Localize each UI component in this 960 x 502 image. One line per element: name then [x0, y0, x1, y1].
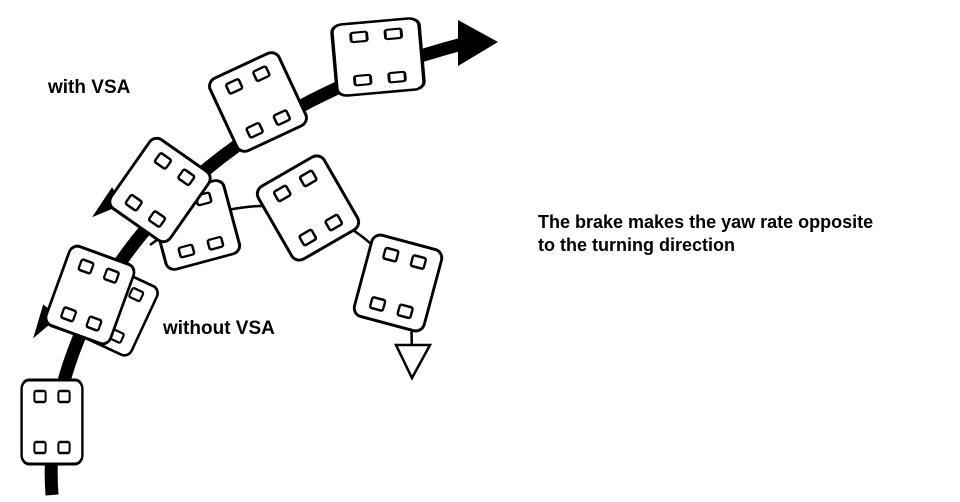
without-vsa-label: without VSA [163, 318, 275, 339]
car-start [20, 378, 84, 466]
description-line-2: to the turning direction [538, 235, 735, 255]
car-with-vsa-5 [329, 15, 427, 99]
description-label: The brake makes the yaw rate opposite to… [538, 211, 873, 257]
car-with-vsa-4 [205, 48, 311, 156]
without-vsa-arrowhead [394, 343, 433, 381]
car-without-vsa-5 [350, 231, 446, 335]
with-vsa-label: with VSA [48, 77, 131, 98]
description-line-1: The brake makes the yaw rate opposite [538, 212, 874, 232]
car-without-vsa-4 [252, 151, 364, 265]
with-vsa-arrowhead [458, 20, 498, 66]
